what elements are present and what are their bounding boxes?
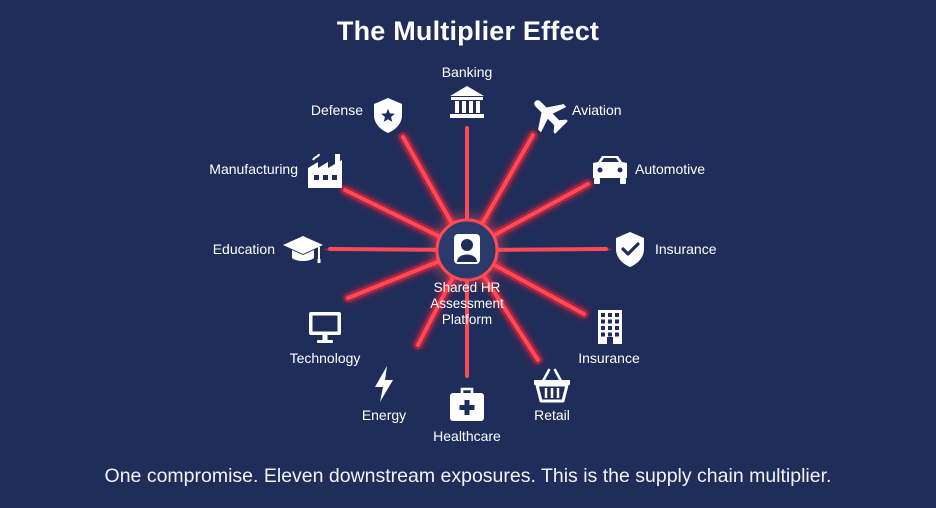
- bank-icon: [450, 86, 484, 118]
- shield-check-icon: [616, 232, 644, 267]
- sector-label: Energy: [362, 407, 406, 423]
- hub-label-line: Shared HR: [434, 280, 501, 295]
- hub-label-line: Assessment: [430, 296, 504, 311]
- sector-label: Technology: [290, 350, 361, 366]
- sector-node-automotive: Automotive: [593, 156, 705, 184]
- sector-node-technology: Technology: [290, 312, 361, 366]
- monitor-icon: [309, 312, 341, 343]
- sector-label: Healthcare: [433, 428, 501, 444]
- diagram-caption: One compromise. Eleven downstream exposu…: [104, 465, 832, 487]
- graduation-cap-icon: [283, 236, 323, 263]
- sector-label: Retail: [534, 407, 570, 423]
- airplane-icon: [534, 100, 568, 134]
- sector-node-insurance-2: Insurance: [578, 310, 640, 366]
- sector-label: Banking: [442, 64, 493, 80]
- sector-node-education: Education: [213, 236, 323, 263]
- hub-label-line: Platform: [442, 312, 492, 327]
- diagram-title: The Multiplier Effect: [336, 16, 600, 46]
- sector-node-manufacturing: Manufacturing: [209, 153, 342, 188]
- user-icon: [454, 234, 480, 264]
- building-icon: [598, 310, 622, 344]
- sector-node-healthcare: Healthcare: [433, 387, 501, 444]
- sector-label: Manufacturing: [209, 161, 298, 177]
- shield-star-icon: [374, 98, 402, 133]
- sector-node-aviation: Aviation: [534, 100, 622, 134]
- sector-label: Education: [213, 241, 275, 257]
- sector-label: Insurance: [655, 241, 717, 257]
- car-icon: [593, 156, 627, 184]
- sector-node-energy: Energy: [362, 366, 406, 423]
- sector-node-defense: Defense: [311, 98, 402, 133]
- sector-label: Defense: [311, 102, 363, 118]
- sector-node-retail: Retail: [534, 368, 570, 423]
- medical-kit-icon: [450, 387, 484, 421]
- sector-node-insurance-1: Insurance: [616, 232, 717, 267]
- sector-node-banking: Banking: [442, 64, 493, 118]
- factory-icon: [308, 153, 342, 188]
- basket-icon: [534, 368, 570, 403]
- sector-label: Insurance: [578, 350, 640, 366]
- sector-label: Aviation: [572, 102, 622, 118]
- sector-nodes: BankingAviationAutomotiveInsuranceInsura…: [209, 64, 716, 444]
- lightning-icon: [375, 366, 393, 402]
- sector-label: Automotive: [635, 161, 705, 177]
